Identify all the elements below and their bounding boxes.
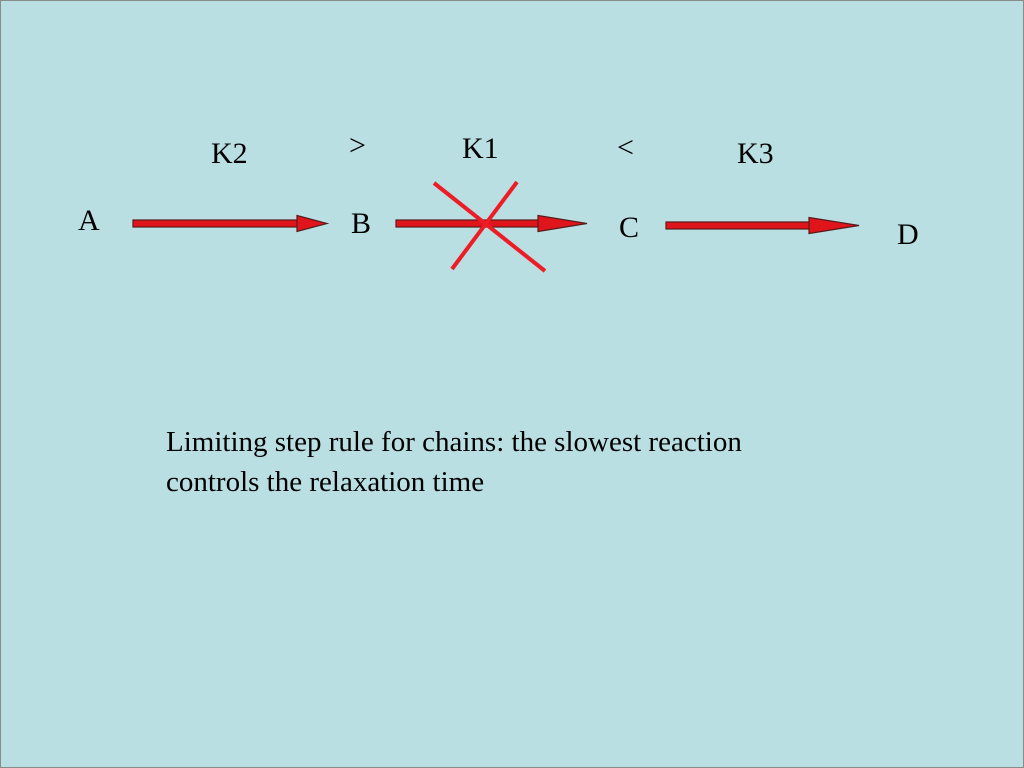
arrow-a-to-b (132, 214, 330, 233)
caption-line-1: Limiting step rule for chains: the slowe… (166, 426, 742, 458)
comparison-less-than: < (617, 131, 634, 164)
limiting-step-caption: Limiting step rule for chains: the slowe… (166, 422, 886, 502)
rate-label-k1: K1 (462, 132, 499, 165)
caption-line-2: controls the relaxation time (166, 466, 485, 498)
node-a: A (78, 204, 100, 237)
node-d: D (897, 218, 919, 251)
rate-label-k2: K2 (211, 137, 248, 170)
node-b: B (351, 207, 372, 240)
arrow-b-to-c (395, 214, 588, 233)
arrow-c-to-d (665, 216, 860, 235)
comparison-greater-than: > (349, 129, 366, 162)
rate-label-k3: K3 (737, 137, 774, 170)
node-c: C (619, 211, 640, 244)
rate-limiting-cross-mark (432, 180, 547, 273)
